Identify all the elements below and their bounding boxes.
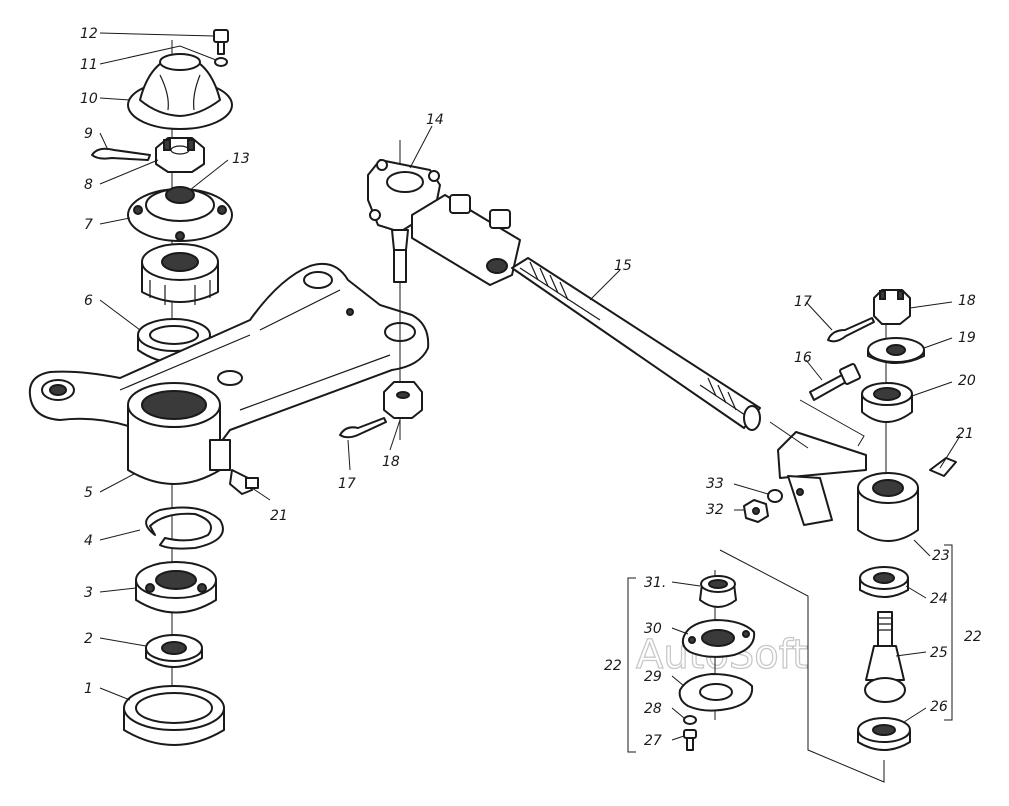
callout-19: 19 [958,330,976,346]
callout-3: 3 [84,585,93,601]
part-4-snap-ring [145,506,224,550]
part-27-screw [683,729,697,751]
part-18-castle-nut-center [383,381,423,419]
part-19-washer [867,337,925,364]
callout-27: 27 [644,733,662,749]
callout-2: 2 [84,631,93,647]
callout-18-right: 18 [958,293,976,309]
part-15-tie-rod-tube [511,257,761,431]
part-bearing-upper [141,243,219,305]
callout-11: 11 [80,57,98,73]
part-26-insert-ring [857,717,911,751]
callout-13: 13 [232,151,250,167]
part-3-ball-bearing [135,561,217,614]
part-5-pivot-housing [127,382,231,485]
callout-17-right: 17 [794,294,812,310]
callout-28: 28 [644,701,662,717]
part-28-washer [683,715,697,725]
part-17-cotter-pin-center [339,417,387,439]
callout-8: 8 [84,177,93,193]
part-21-grease-fitting-left [229,469,259,495]
callout-20: 20 [958,373,976,389]
callout-1: 1 [84,681,93,697]
callout-labels: 12 11 10 9 8 13 7 6 5 4 3 2 1 14 15 17 1… [80,26,982,749]
part-23-tie-rod-end-socket [777,431,919,542]
part-7-bearing-flange [127,186,233,242]
callout-15: 15 [614,258,632,274]
part-1-bushing-ring [123,685,225,746]
bracket-22-left [627,577,636,753]
part-32-nut [743,499,769,523]
callout-17-center: 17 [338,476,356,492]
part-25-ball-stud [864,611,906,703]
part-17-cotter-pin-right [827,317,875,343]
tie-rod-clamp-end [411,194,521,286]
part-9-cotter-pin [91,147,151,161]
part-21-grease-fitting-right [929,457,957,477]
callout-33: 33 [706,476,724,492]
part-30-flange-plate [681,619,756,658]
part-18-castle-nut-right [873,289,911,325]
bracket-22-right [944,544,953,721]
part-12-bolt [213,29,229,55]
callout-5: 5 [84,485,93,501]
callout-26: 26 [930,699,948,715]
callout-10: 10 [80,91,98,107]
part-29-gasket [678,673,754,712]
callout-29: 29 [644,669,662,685]
callout-30: 30 [644,621,662,637]
callout-16: 16 [794,350,812,366]
part-8-castle-nut [155,137,205,173]
part-2-thrust-washer [145,634,203,668]
part-24-bushing [859,566,909,598]
callout-21-left: 21 [270,508,288,524]
callout-14: 14 [426,112,444,128]
callout-32: 32 [706,502,724,518]
callout-7: 7 [84,217,93,233]
connector-tube-socket [769,399,865,449]
callout-24: 24 [930,591,948,607]
callout-22-right: 22 [964,629,982,645]
part-33-lock-washer [767,489,783,503]
callout-18-center: 18 [382,454,400,470]
callout-23: 23 [932,548,950,564]
callout-4: 4 [84,533,93,549]
connector-group-22 [719,549,885,783]
callout-9: 9 [84,126,93,142]
callout-6: 6 [84,293,93,309]
callout-31: 31. [644,575,666,591]
steering-arm-lever [28,262,430,447]
part-11-washer [214,57,228,67]
callout-22-left: 22 [604,658,622,674]
callout-21-right: 21 [956,426,974,442]
callout-12: 12 [80,26,98,42]
part-16-bolt [809,363,861,401]
part-31-cup [699,575,737,608]
part-20-rubber-bushing [861,382,913,423]
part-10-cover-cap [127,53,233,130]
leader-lines [99,32,961,741]
callout-25: 25 [930,645,948,661]
